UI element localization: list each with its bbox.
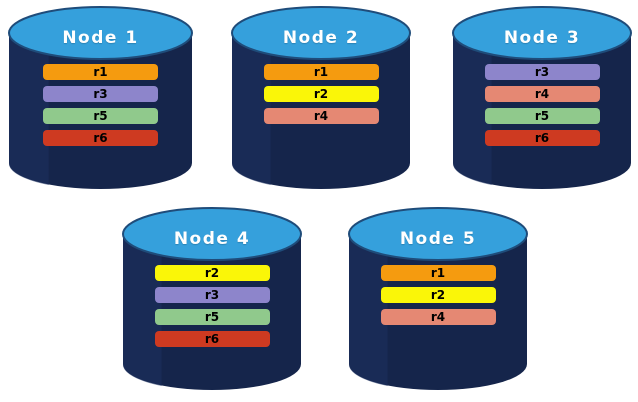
replica-bar-r1[interactable]: r1	[263, 64, 379, 80]
replica-bar-r6[interactable]: r6	[43, 130, 158, 146]
replica-bar-r5[interactable]: r5	[43, 108, 158, 124]
cylinder-top-ellipse	[8, 6, 193, 60]
replica-bar-r2[interactable]: r2	[154, 265, 270, 281]
replica-bar-r2[interactable]: r2	[263, 86, 379, 102]
cylinder-body-highlight	[231, 33, 271, 185]
replica-bar-r3[interactable]: r3	[43, 86, 158, 102]
cylinder-top-ellipse	[348, 207, 528, 261]
cylinder-top-ellipse	[231, 6, 411, 60]
replica-bar-r3[interactable]: r3	[154, 287, 270, 303]
cylinder-body-highlight	[348, 234, 388, 386]
replica-bar-r4[interactable]: r4	[484, 86, 600, 102]
cylinder-top-ellipse	[452, 6, 632, 60]
replica-list: r2 r3 r5 r6	[122, 265, 302, 347]
replica-bar-r1[interactable]: r1	[43, 64, 158, 80]
cylinder-body-highlight	[122, 234, 162, 386]
replica-bar-r4[interactable]: r4	[380, 309, 496, 325]
replica-list: r1 r2 r4	[231, 64, 411, 124]
replica-bar-r2[interactable]: r2	[380, 287, 496, 303]
replica-bar-r6[interactable]: r6	[484, 130, 600, 146]
replica-list: r1 r3 r5 r6	[8, 64, 193, 146]
cylinder-top-ellipse	[122, 207, 302, 261]
replica-bar-r5[interactable]: r5	[154, 309, 270, 325]
cylinder-body-highlight	[452, 33, 492, 185]
replica-bar-r5[interactable]: r5	[484, 108, 600, 124]
cylinder-body-highlight	[8, 33, 49, 185]
replica-bar-r3[interactable]: r3	[484, 64, 600, 80]
replica-bar-r4[interactable]: r4	[263, 108, 379, 124]
replica-list: r3 r4 r5 r6	[452, 64, 632, 146]
replica-bar-r1[interactable]: r1	[380, 265, 496, 281]
replica-bar-r6[interactable]: r6	[154, 331, 270, 347]
replica-list: r1 r2 r4	[348, 265, 528, 325]
